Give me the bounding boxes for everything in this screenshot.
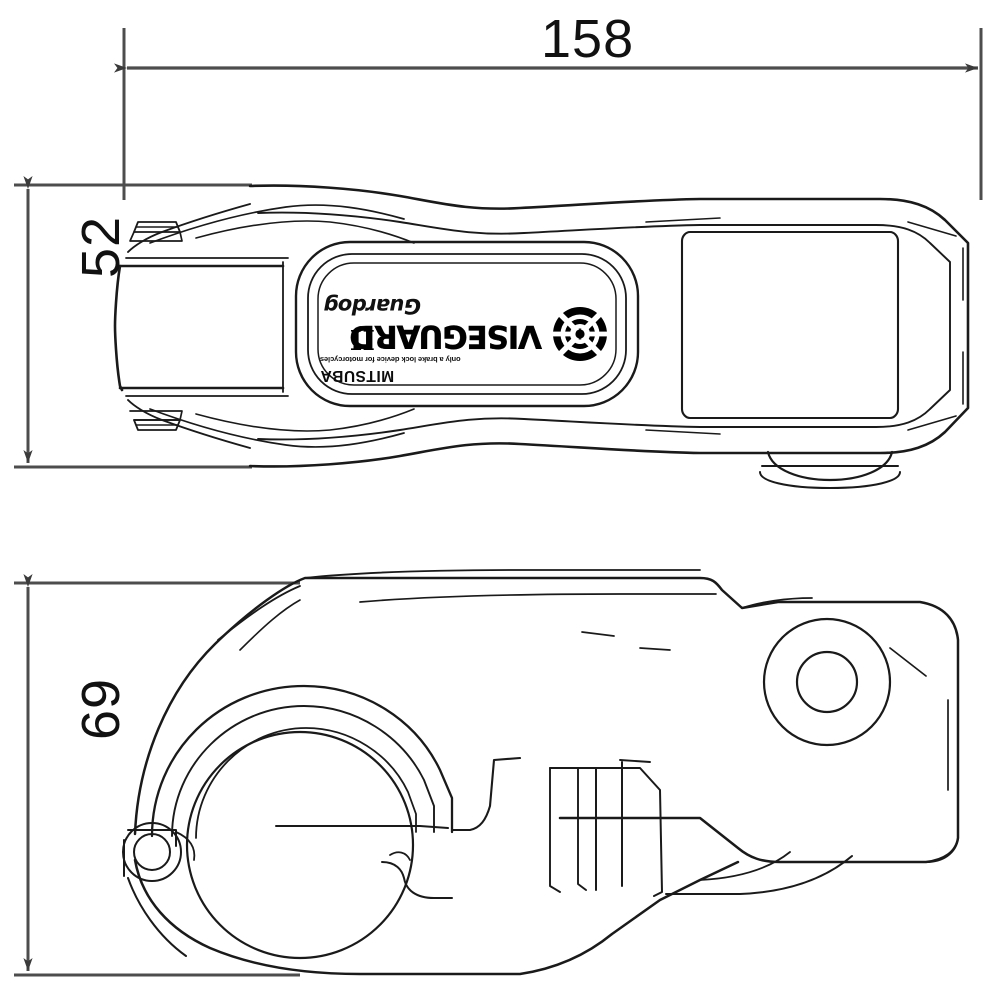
pad-highlight-bottom [645,429,721,435]
label-mark: II [349,323,375,354]
shell-seam-left [217,585,301,641]
label-sub-brand: Guardog [324,294,422,318]
clamp-arm-upper-inner [149,204,405,244]
clamp-ring-outer [150,684,454,838]
rib-left-edge [549,767,561,893]
rotor-tick-left-1 [581,631,615,637]
top-view-outer-outline [248,184,970,468]
clamp-bolt-upper [129,221,183,242]
clamp-barrel-left-edge [113,264,124,392]
clamp-arm-upper-crease [195,220,415,244]
top-view-inner-outline [257,211,951,441]
latch-tab [389,851,411,861]
dimension-value-52: 52 [71,215,131,278]
clamp-shelf [275,825,449,829]
pad-highlight-top [645,217,721,223]
clamp-ring-inner [195,727,417,839]
dimension-value-158: 158 [541,9,635,69]
clamp-bolt-bridge [175,831,196,861]
rib-cap [619,759,651,763]
clamp-lower-arm [127,877,187,957]
pad-highlight-top-right [907,221,957,237]
handlebar-bore [185,730,415,960]
product-label: MITSUBA only a brake lock device for mot… [316,262,616,384]
shell-step-right [741,597,813,609]
side-view-outer-bottom [133,858,740,976]
foot-chamfer [665,855,853,895]
label-title: VISEGUARD [350,318,542,354]
clamp-arm-lower [127,399,251,449]
right-edge-bottom [859,837,959,863]
dimension-value-69: 69 [71,677,131,740]
pad-highlight-bottom-right [907,415,957,431]
label-recess-inner [307,253,627,395]
label-recess-outer [294,240,640,408]
rotor-tick-left-2 [639,647,671,651]
side-view-geometry [122,569,960,976]
body-step-upper [450,756,522,832]
latch-notch-left [381,861,453,899]
label-tagline: only a brake lock device for motorcycles [320,355,461,364]
side-view-outer-top [133,576,960,864]
clamp-slot-upper [127,829,177,847]
rib-line-3 [577,767,587,891]
clamp-arm-lower-crease [195,408,415,432]
shell-seam-top-2 [359,593,717,603]
clamp-arm-lower-inner [149,408,405,448]
clamp-bolt-lower [129,410,183,431]
clamp-bolt-boss-inner [133,833,171,871]
right-pad-outline [680,230,900,420]
clamp-arm-upper [127,203,251,253]
shell-seam-left-2 [239,599,301,651]
key-cylinder-cap-rim [759,471,901,489]
siren-icon [552,307,608,361]
top-view-geometry [113,184,970,489]
foot-chamfer-2 [699,851,791,881]
shell-seam-top [304,569,701,579]
rotor-tick-right [889,647,927,677]
lock-rotor-inner [795,650,859,714]
label-brand: MITSUBA [320,367,395,384]
lock-rotor-outer [762,617,892,747]
dimension-lines [14,28,983,977]
rib-outer [549,767,663,897]
clamp-bolt-boss-outer [122,822,182,882]
label-plate [317,262,617,386]
clamp-ring-mid [171,705,435,837]
